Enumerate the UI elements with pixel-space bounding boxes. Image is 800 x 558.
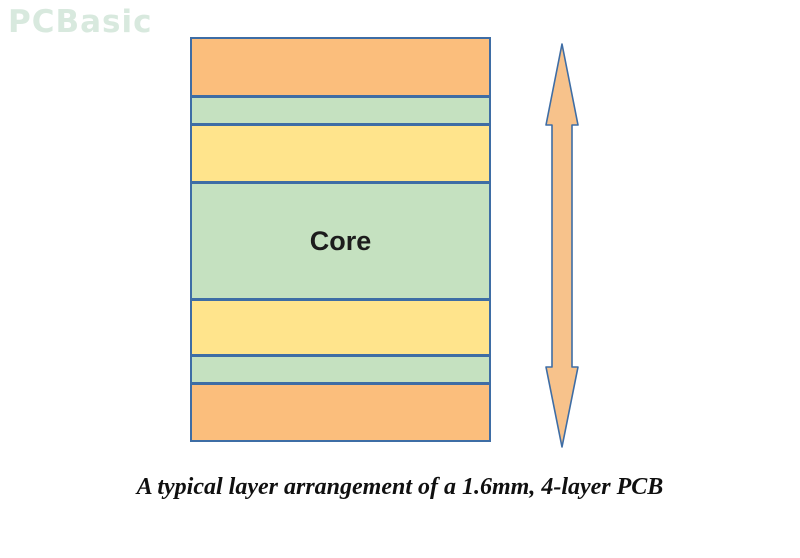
figure-caption: A typical layer arrangement of a 1.6mm, … (136, 474, 664, 500)
double-arrow-icon (545, 43, 579, 448)
pcbasic-logo: PCBasic (8, 4, 153, 40)
layer-prepreg-bottom (192, 354, 489, 382)
layer-dielectric-top (192, 123, 489, 181)
layer-top-copper (192, 39, 489, 95)
layer-dielectric-bottom (192, 298, 489, 354)
layer-prepreg-top (192, 95, 489, 123)
core-label: Core (309, 225, 372, 256)
pcb-stack: Core (190, 37, 491, 442)
layer-bottom-copper (192, 382, 489, 440)
layer-core: Core (192, 181, 489, 298)
